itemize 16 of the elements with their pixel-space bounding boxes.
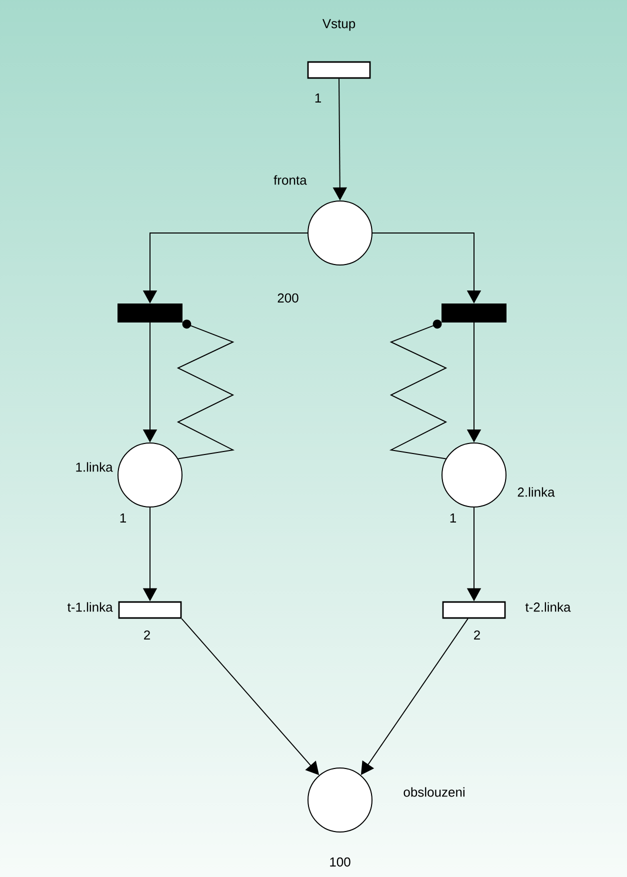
inhibitor-arc (176, 320, 235, 460)
node-label: fronta (274, 175, 307, 185)
node-label: Vstup (322, 19, 356, 31)
marking-number: 100 (330, 857, 350, 867)
marking-number: 2 (144, 630, 150, 640)
marking-number: 200 (278, 293, 298, 303)
node-label: t-1.linka (67, 602, 113, 612)
marking-number: 1 (450, 514, 456, 522)
inhibitor-arc (389, 320, 448, 460)
marking-number: 2 (474, 630, 480, 640)
node-label: 1.linka (76, 462, 113, 472)
node-label: 2.linka (518, 487, 555, 497)
marking-number: 1 (315, 94, 321, 102)
marking-number: 1 (120, 514, 126, 522)
node-label: obslouzeni (404, 787, 464, 797)
node-label: t-2.linka (525, 602, 571, 612)
